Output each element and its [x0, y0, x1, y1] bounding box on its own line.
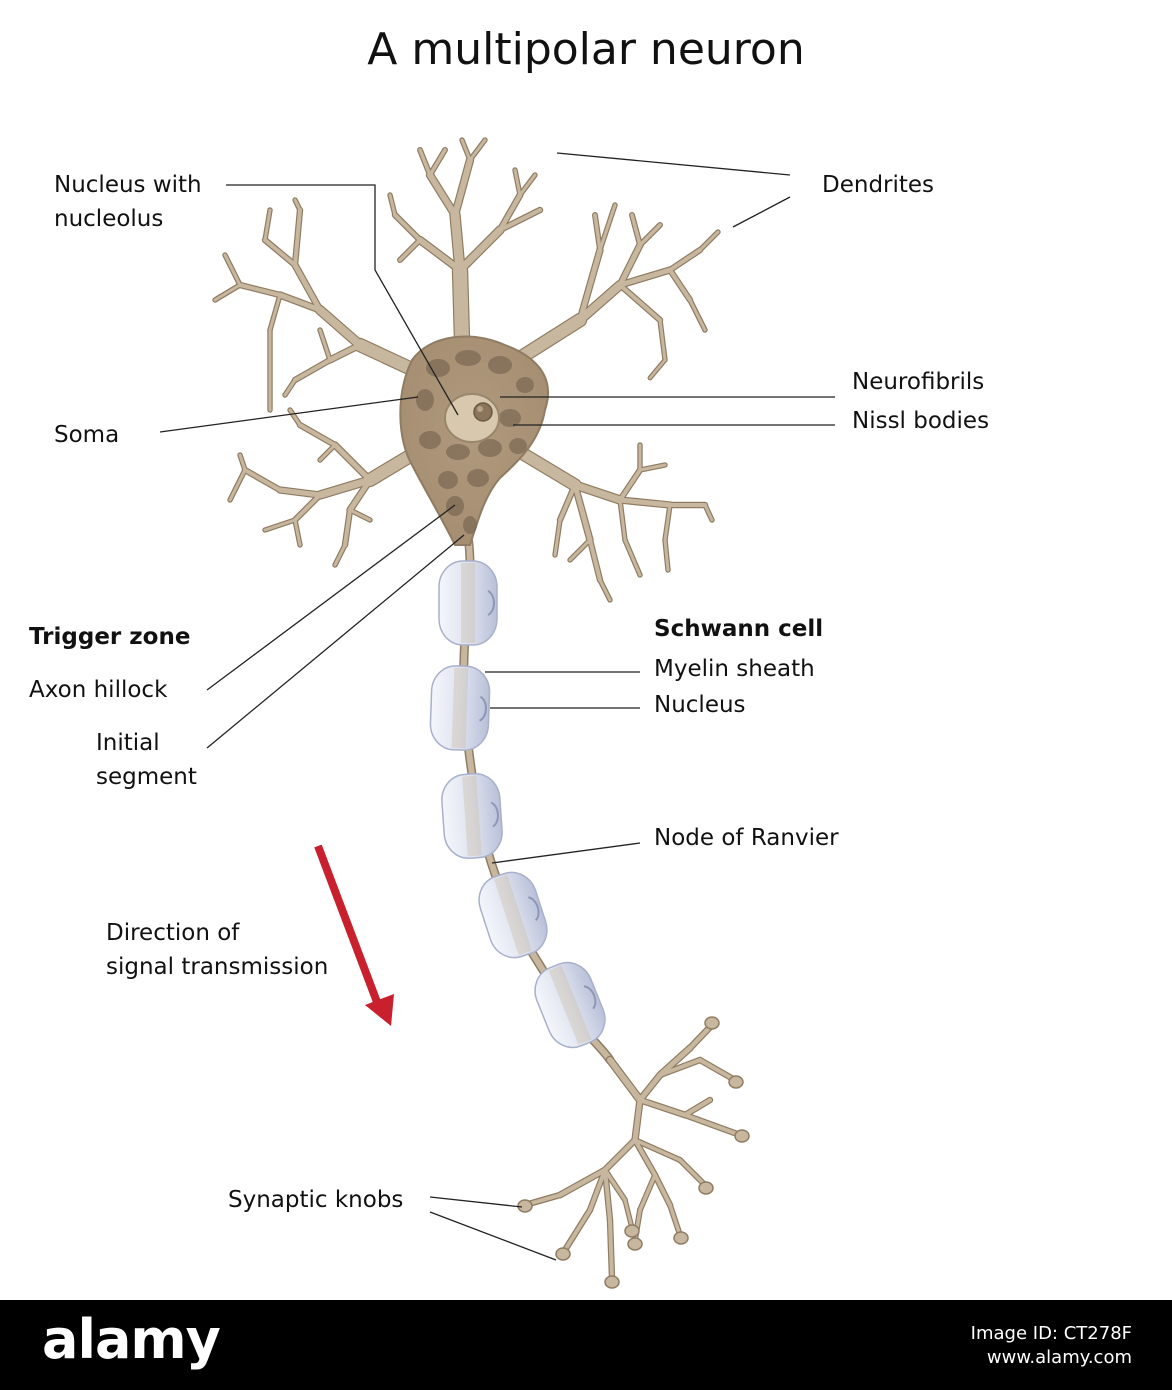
synaptic-knob: [728, 1075, 744, 1089]
label-soma: Soma: [54, 422, 120, 448]
label-schwann-nucleus: Nucleus: [654, 692, 746, 718]
diagram: A multipolar neuron: [29, 24, 990, 1289]
label-line: Initial: [96, 730, 160, 756]
label-neurofibrils: Neurofibrils: [852, 369, 985, 395]
label-myelin-sheath: Myelin sheath: [654, 656, 815, 682]
myelin-segment: [478, 871, 548, 959]
leader-lines: [159, 152, 835, 1261]
nissl-bodies: [416, 350, 534, 534]
synaptic-knob: [734, 1129, 750, 1143]
leader-nucleus: [226, 184, 459, 416]
neuron-illustration: [159, 137, 835, 1289]
leader-knob-1: [429, 1196, 523, 1208]
watermark-footer: alamy Image ID: CT278F www.alamy.com: [0, 1300, 1172, 1390]
label-line: signal transmission: [106, 954, 329, 980]
myelin-segment: [534, 961, 606, 1049]
synaptic-knob: [704, 1016, 720, 1030]
leader-axon-hillock: [206, 504, 456, 691]
nucleus-with-nucleolus: [444, 393, 500, 443]
myelin-segment: [441, 772, 503, 860]
synaptic-knob: [517, 1199, 533, 1213]
image-id: Image ID: CT278F: [970, 1323, 1132, 1344]
label-line: Nucleus with: [54, 172, 202, 198]
label-line: Direction of: [106, 920, 240, 946]
label-node-of-ranvier: Node of Ranvier: [654, 825, 839, 851]
synaptic-knob: [627, 1237, 643, 1251]
label-synaptic-knobs: Synaptic knobs: [228, 1187, 404, 1213]
synaptic-knob: [698, 1181, 714, 1195]
alamy-logo: alamy: [42, 1308, 221, 1371]
label-axon-hillock: Axon hillock: [29, 677, 168, 703]
label-initial-segment: Initial segment: [96, 726, 197, 794]
leader-dendrites-1: [556, 152, 791, 176]
label-schwann-cell: Schwann cell: [654, 616, 824, 642]
myelin-segment: [438, 560, 498, 646]
label-direction-of-signal: Direction of signal transmission: [106, 916, 328, 984]
synaptic-knob: [555, 1247, 571, 1261]
diagram-title: A multipolar neuron: [367, 24, 805, 75]
site-url: www.alamy.com: [986, 1347, 1132, 1368]
signal-direction-arrow: [314, 844, 394, 1026]
label-line: nucleolus: [54, 206, 164, 232]
myelin-sheath: [429, 560, 606, 1049]
leader-node-of-ranvier: [491, 842, 641, 864]
label-nissl-bodies: Nissl bodies: [852, 408, 990, 434]
axon-terminals: [521, 1021, 744, 1282]
image-id-info: Image ID: CT278F www.alamy.com: [971, 1322, 1132, 1370]
myelin-segment: [429, 665, 491, 751]
label-trigger-zone: Trigger zone: [29, 624, 191, 650]
leader-knob-2: [429, 1211, 557, 1261]
synaptic-knob: [673, 1231, 689, 1245]
label-nucleus-with-nucleolus: Nucleus with nucleolus: [54, 168, 202, 236]
leader-dendrites-2: [732, 196, 791, 228]
label-dendrites: Dendrites: [822, 172, 935, 198]
synaptic-knob: [604, 1275, 620, 1289]
leader-initial-segment: [206, 534, 465, 749]
leader-soma: [159, 396, 419, 433]
synaptic-knob: [624, 1224, 640, 1238]
synaptic-knobs: [517, 1016, 750, 1289]
dendrites: [212, 137, 721, 603]
label-line: segment: [96, 764, 197, 790]
